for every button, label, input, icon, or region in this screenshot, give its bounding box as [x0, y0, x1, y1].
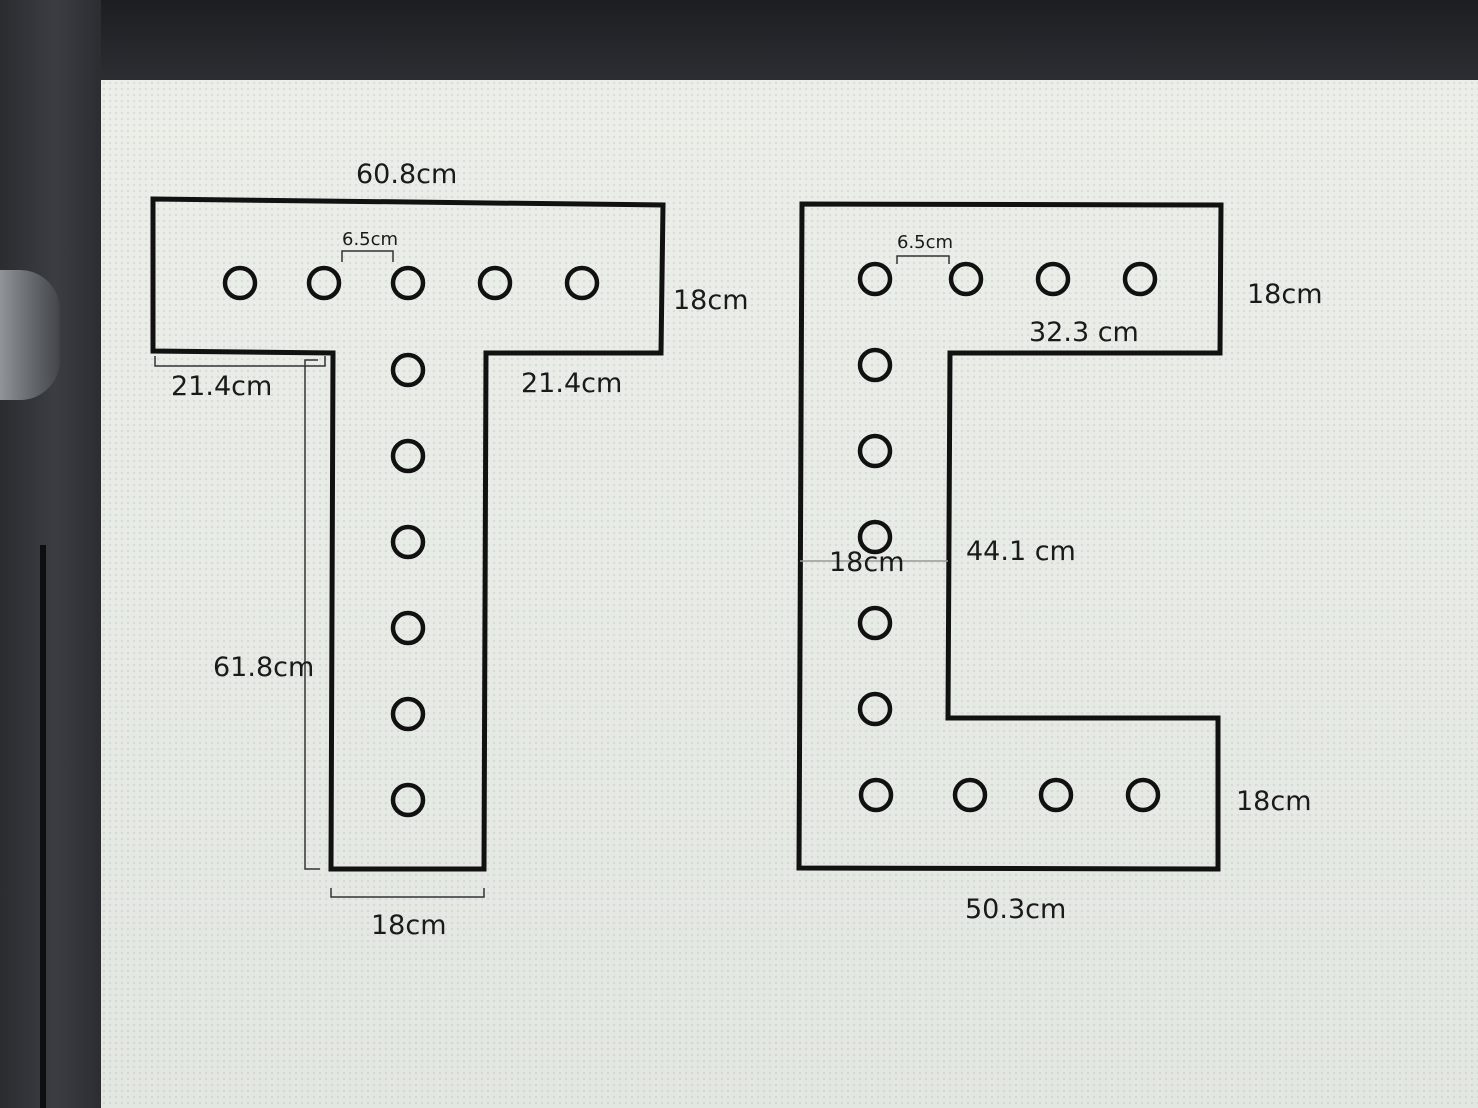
- screen-glare: [0, 270, 60, 400]
- t-stem-hole: [390, 352, 426, 388]
- t-stem-height-label: 61.8cm: [213, 652, 314, 683]
- c-top-height-label: 18cm: [1247, 279, 1323, 310]
- t-top-hole: [477, 265, 513, 301]
- monitor-bezel-top: [0, 0, 1478, 83]
- t-top-hole: [222, 265, 258, 301]
- t-stem-hole: [390, 438, 426, 474]
- t-top-hole: [390, 265, 426, 301]
- c-top-hole: [857, 261, 893, 297]
- c-bottom-height-label: 18cm: [1236, 786, 1312, 817]
- c-bottom-hole: [952, 777, 988, 813]
- t-stem-hole: [390, 782, 426, 818]
- c-spine-hole: [857, 347, 893, 383]
- monitor-bezel-left: [0, 0, 101, 1108]
- c-spine-hole: [857, 691, 893, 727]
- c-top-hole: [948, 261, 984, 297]
- c-hole-spacing-label: 6.5cm: [897, 232, 953, 253]
- c-spine-hole: [857, 519, 893, 555]
- bezel-edge: [40, 545, 46, 1108]
- t-stem-width-line: [330, 888, 485, 898]
- t-stem-height-line: [304, 359, 320, 870]
- t-top-width-label: 60.8cm: [356, 159, 457, 190]
- t-stem-hole: [390, 610, 426, 646]
- letter-t-holes: [222, 265, 600, 818]
- c-spine-hole: [857, 433, 893, 469]
- c-spine-width-label: 18cm: [829, 547, 905, 578]
- t-top-hole: [306, 265, 342, 301]
- letter-t-outline: [150, 196, 666, 872]
- t-right-overhang-label: 21.4cm: [521, 368, 622, 399]
- t-top-height-label: 18cm: [673, 285, 749, 316]
- t-top-hole: [564, 265, 600, 301]
- c-inner-top-width-label: 32.3 cm: [1029, 317, 1139, 348]
- t-left-overhang-label: 21.4cm: [171, 371, 272, 402]
- t-stem-hole: [390, 524, 426, 560]
- t-stem-hole: [390, 696, 426, 732]
- c-bottom-hole: [1038, 777, 1074, 813]
- c-spine-hole: [857, 605, 893, 641]
- c-inner-height-label: 44.1 cm: [966, 536, 1076, 567]
- t-hole-spacing-label: 6.5cm: [342, 229, 398, 250]
- c-bottom-hole: [858, 777, 894, 813]
- letter-c-holes: [857, 261, 1161, 813]
- c-bottom-hole: [1125, 777, 1161, 813]
- t-stem-width-label: 18cm: [371, 910, 447, 941]
- c-hole-spacing-bracket: [896, 255, 950, 264]
- letter-c-outline: [796, 201, 1224, 872]
- t-left-overhang-line: [154, 356, 326, 367]
- t-hole-spacing-bracket: [341, 250, 394, 262]
- c-top-hole: [1122, 261, 1158, 297]
- dimension-lines: [154, 250, 950, 898]
- c-bottom-width-label: 50.3cm: [965, 894, 1066, 925]
- c-top-hole: [1035, 261, 1071, 297]
